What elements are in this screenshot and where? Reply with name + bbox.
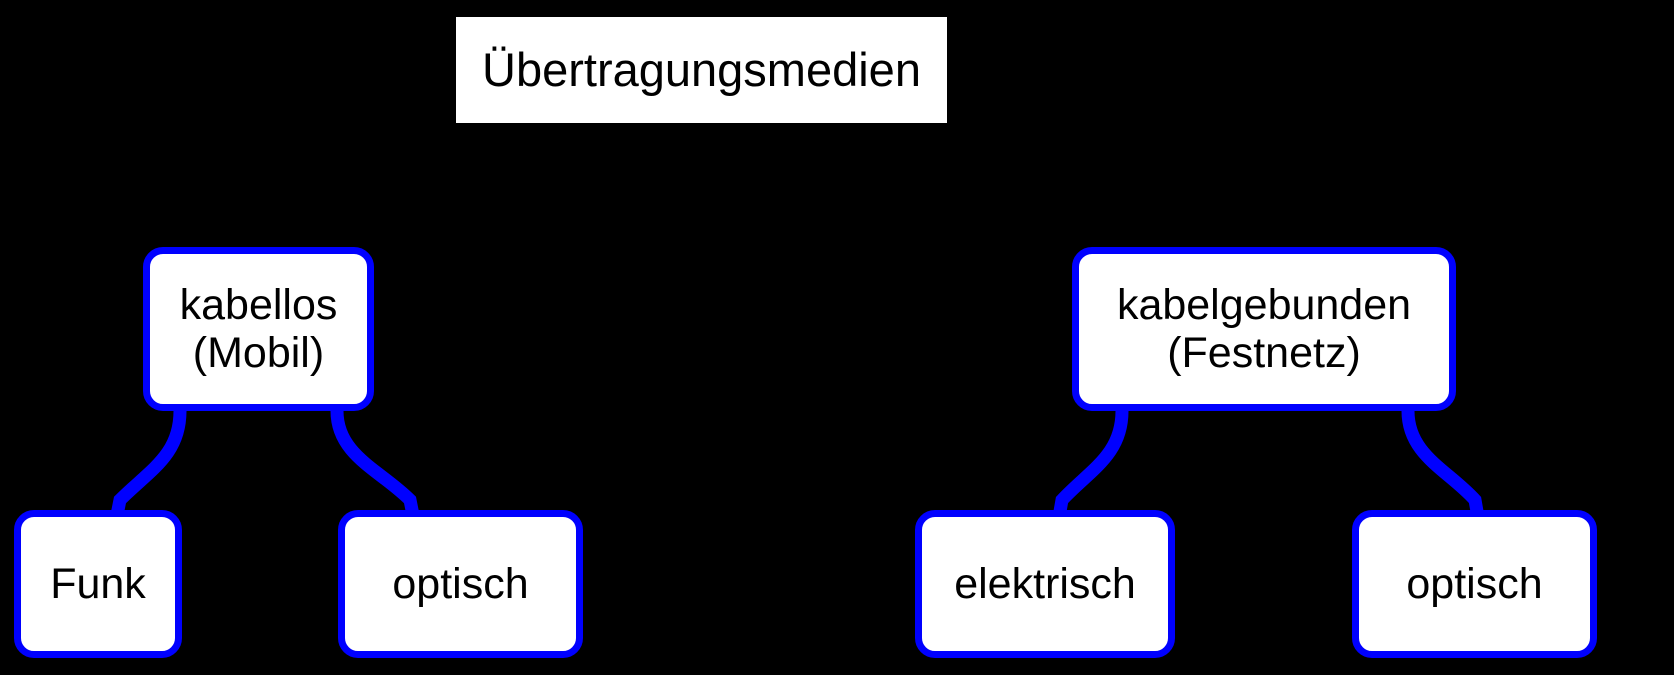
node-root-label: Übertragungsmedien <box>482 42 921 96</box>
edge-wireless-to-optisch <box>330 404 425 547</box>
node-optisch-wired[interactable]: optisch <box>1352 510 1597 658</box>
node-wired[interactable]: kabelgebunden (Festnetz) <box>1072 247 1456 411</box>
node-wireless[interactable]: kabellos (Mobil) <box>143 247 374 411</box>
edge-root-to-wired <box>840 118 1269 252</box>
node-elektrisch[interactable]: elektrisch <box>915 510 1175 658</box>
node-root[interactable]: Übertragungsmedien <box>456 17 947 123</box>
node-wireless-label: kabellos (Mobil) <box>179 280 338 377</box>
edge-root-to-wireless <box>254 118 565 252</box>
node-optisch-wireless[interactable]: optisch <box>338 510 583 658</box>
node-optisch-wired-label: optisch <box>1406 559 1543 608</box>
node-optisch-wireless-label: optisch <box>392 559 529 608</box>
node-funk-label: Funk <box>50 559 146 608</box>
edge-wireless-to-funk <box>105 404 187 547</box>
node-elektrisch-label: elektrisch <box>954 559 1136 608</box>
edge-wired-to-optisch <box>1401 404 1489 547</box>
node-funk[interactable]: Funk <box>14 510 182 658</box>
node-wired-label: kabelgebunden (Festnetz) <box>1116 280 1412 377</box>
edge-wired-to-elektrisch <box>1048 404 1129 547</box>
